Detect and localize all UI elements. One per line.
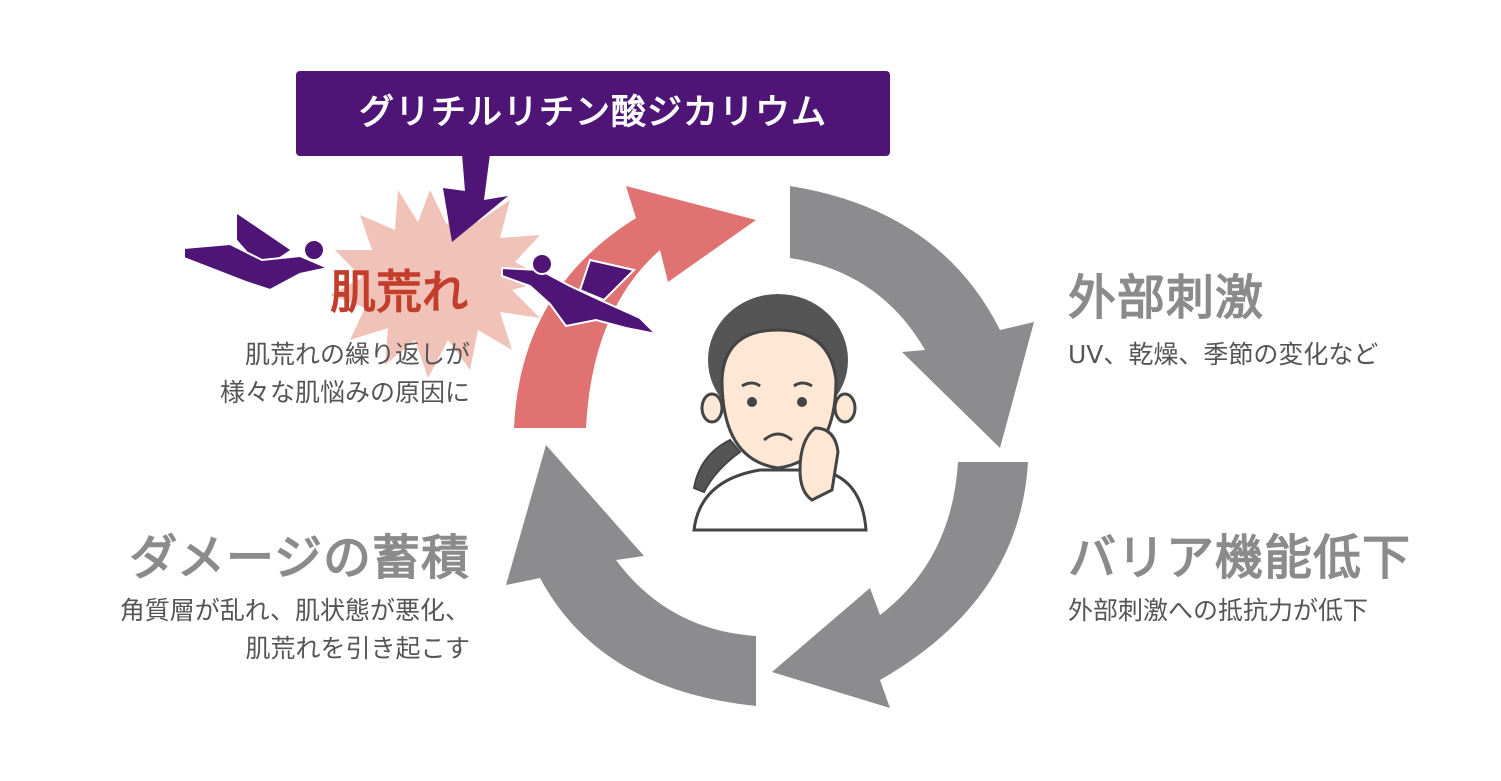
- gray-arrow-top-right: [790, 186, 1034, 448]
- right-hero-silhouette: [501, 253, 660, 336]
- down-arrow: [443, 154, 508, 242]
- damage-accumulation-line1: 角質層が乱れ、肌状態が悪化、: [119, 596, 470, 625]
- skin-trouble-note-line2: 様々な肌悩みの原因に: [219, 378, 470, 407]
- ingredient-banner: グリチルリチン酸ジカリウム: [296, 71, 890, 156]
- external-stimulus-title: 外部刺激: [1068, 270, 1265, 326]
- skin-trouble-note-line1: 肌荒れの繰り返しが: [244, 340, 470, 369]
- burst-label: 肌荒れ: [330, 265, 468, 319]
- damage-accumulation-line2: 肌荒れを引き起こす: [245, 634, 470, 663]
- damage-accumulation-title: ダメージの蓄積: [129, 530, 470, 586]
- barrier-drop-desc: 外部刺激への抵抗力が低下: [1068, 596, 1369, 625]
- red-cycle-arrow: [514, 186, 756, 428]
- gray-arrow-bottom-right: [772, 462, 1028, 708]
- gray-arrow-bottom-left: [506, 445, 756, 706]
- damage-accumulation-desc: 角質層が乱れ、肌状態が悪化、 肌荒れを引き起こす: [120, 592, 470, 668]
- worried-woman-illustration: [692, 294, 868, 532]
- skin-trouble-note: 肌荒れの繰り返しが 様々な肌悩みの原因に: [220, 336, 470, 412]
- external-stimulus-desc: UV、乾燥、季節の変化など: [1068, 340, 1379, 369]
- left-hero-silhouette: [183, 210, 332, 292]
- barrier-drop-title: バリア機能低下: [1068, 530, 1412, 586]
- burst-shape: [330, 180, 548, 378]
